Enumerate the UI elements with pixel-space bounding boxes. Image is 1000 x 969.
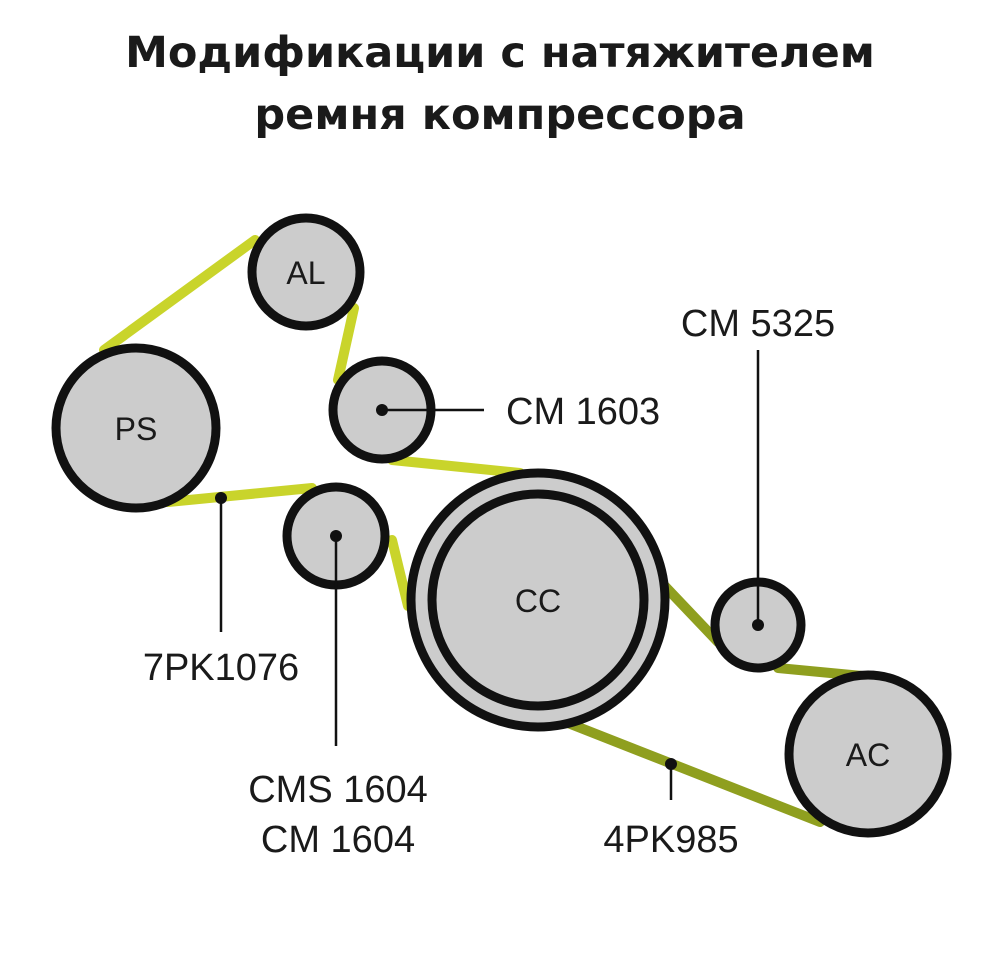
pulley-ps-wheel — [51, 343, 221, 513]
pulley-al-label: AL — [286, 255, 325, 291]
pulley-cc-inner-ring — [427, 489, 649, 711]
marker-4pk985 — [665, 758, 677, 770]
marker-7pk1076 — [215, 492, 227, 504]
title-line-2: ремня компрессора — [254, 90, 746, 140]
pulley-cc-label: CC — [515, 583, 561, 619]
callout-4pk985: 4PK985 — [603, 819, 738, 861]
main-belt — [99, 235, 525, 611]
pulley-al: AL — [247, 213, 365, 331]
belt-segment-tensioner-cc — [387, 535, 413, 611]
callout-cms1604: CMS 1604 — [248, 769, 428, 811]
pulley-ac-label: AC — [846, 737, 890, 773]
callout-cm5325: CM 5325 — [681, 303, 835, 345]
pulley-ac: AC — [784, 670, 952, 838]
callout-cm1603: CM 1603 — [506, 391, 660, 433]
callout-cm1604: CM 1604 — [261, 819, 415, 861]
belt-segment-ps-al — [99, 235, 260, 355]
belt-segment-cc-ac — [535, 707, 825, 827]
title-line-1: Модификации с натяжителем — [125, 28, 875, 78]
pulley-ps: PS — [51, 343, 221, 513]
belt-segment-al-idler — [333, 303, 359, 385]
pulley-cc: CC — [406, 468, 670, 732]
pulley-al-wheel — [247, 213, 365, 331]
leader-lines — [219, 350, 760, 800]
callout-7pk1076: 7PK1076 — [143, 647, 299, 689]
belt-segment-idler-cc — [387, 455, 525, 478]
belt-segment-ps-tensioner — [163, 483, 317, 507]
page-title: Модификации с натяжителем ремня компресс… — [0, 22, 1000, 146]
pulley-ac-wheel — [784, 670, 952, 838]
pulley-ps-label: PS — [115, 411, 158, 447]
